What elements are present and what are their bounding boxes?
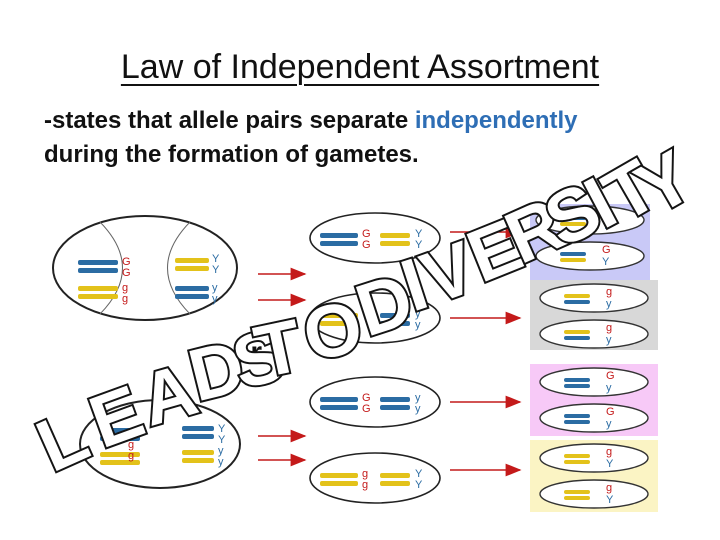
d1-l3: Y xyxy=(415,228,423,240)
g7-b: Y xyxy=(606,458,614,470)
daughter-cells: G G Y Y y y G G y y g g Y Y xyxy=(309,212,441,504)
g2-a: G xyxy=(602,244,611,256)
top-label-5: Y xyxy=(212,253,220,265)
d3-l3: y xyxy=(415,392,421,404)
g5-a: G xyxy=(606,370,615,382)
g3-a: g xyxy=(606,286,612,298)
d2-l3: y xyxy=(415,308,421,320)
bottom-label-4: g xyxy=(128,450,134,462)
g8-a: g xyxy=(606,482,612,494)
body-suffix: during the formation of gametes. xyxy=(44,141,419,168)
d4-l2: g xyxy=(362,479,368,491)
or-label: or xyxy=(232,336,262,369)
d3-l4: y xyxy=(415,403,421,415)
parent-cell-bottom: g g Y Y y y xyxy=(79,399,241,489)
top-label-8: y xyxy=(212,293,218,305)
top-cell-chromosomes xyxy=(78,258,209,299)
g2-b: Y xyxy=(602,256,610,268)
bottom-label-7: y xyxy=(218,445,224,457)
g3-b: y xyxy=(606,298,612,310)
d1-l4: Y xyxy=(415,239,423,251)
d4-l4: Y xyxy=(415,479,423,491)
g6-b: y xyxy=(606,418,612,430)
d4-l1: g xyxy=(362,468,368,480)
top-label-4: g xyxy=(122,293,128,305)
g4-a: g xyxy=(606,322,612,334)
top-label-1: G xyxy=(122,256,131,268)
g5-b: y xyxy=(606,382,612,394)
bottom-label-5: Y xyxy=(218,423,226,435)
bottom-label-3: g xyxy=(128,439,134,451)
top-label-2: G xyxy=(122,267,131,279)
g4-b: y xyxy=(606,334,612,346)
d4-l3: Y xyxy=(415,468,423,480)
body-prefix: -states that allele pairs separate xyxy=(44,107,409,134)
d1-l1: G xyxy=(362,228,371,240)
g7-a: g xyxy=(606,446,612,458)
d1-l2: G xyxy=(362,239,371,251)
g1-a: G xyxy=(602,208,611,220)
g1-b: Y xyxy=(602,220,610,232)
d3-l2: G xyxy=(362,403,371,415)
gamete-panels: G Y G Y g y g y G y G y g Y g Y xyxy=(530,204,658,512)
body-accent: independently xyxy=(414,107,578,134)
bottom-label-8: y xyxy=(218,456,224,468)
d2-l4: y xyxy=(415,319,421,331)
d3-l1: G xyxy=(362,392,371,404)
top-label-3: g xyxy=(122,282,128,294)
arrows-parent-to-daughter xyxy=(258,267,307,467)
body-text: -states that allele pairs separate indep… xyxy=(44,104,694,172)
top-label-6: Y xyxy=(212,264,220,276)
g6-a: G xyxy=(606,406,615,418)
arrows-daughter-to-gametes xyxy=(450,225,522,477)
slide-title: Law of Independent Assortment xyxy=(120,48,600,86)
bottom-label-6: Y xyxy=(218,434,226,446)
bottom-cell-chromosomes xyxy=(100,426,214,465)
g8-b: Y xyxy=(606,494,614,506)
parent-cell-top: G G g g Y Y y y xyxy=(52,215,238,321)
top-label-7: y xyxy=(212,282,218,294)
